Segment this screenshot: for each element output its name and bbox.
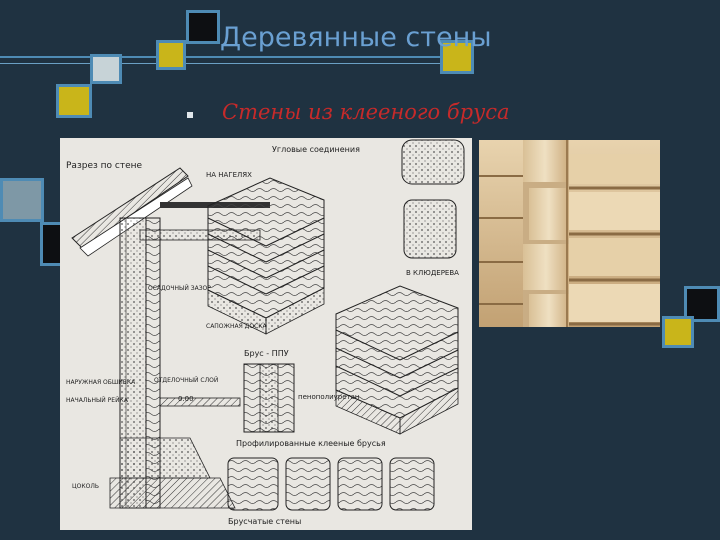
corner-joint-dowels — [207, 177, 325, 335]
ppu-beam — [243, 363, 295, 433]
beam-profile-top — [401, 139, 465, 259]
deco-square-yellow-right — [662, 316, 694, 348]
deco-square-dark-top — [186, 10, 220, 44]
deco-square-light — [90, 54, 122, 84]
label-zero-mark: 0.00 — [178, 395, 194, 403]
deco-square-yellow-top — [156, 40, 186, 70]
label-sill-board: САПОЖНАЯ ДОСКА — [206, 323, 267, 330]
roof-section — [71, 167, 270, 257]
label-ppu-beam: Брус - ППУ — [244, 349, 289, 358]
label-dovetail: В КЛЮДЕРЕВА — [406, 269, 459, 277]
label-settle-gap: ОСАДОЧНЫЙ ЗАЗОР — [148, 285, 211, 292]
corner-joint-dovetail — [335, 285, 459, 435]
technical-drawing: Разрез по стене Угловые соединения НА НА… — [60, 138, 472, 530]
label-profiled-beams: Профилированные клееные брусья — [236, 439, 386, 448]
wood-wall-photo — [479, 140, 660, 327]
profiled-beams-row — [227, 457, 435, 511]
label-separation-layer: ОТДЕЛОЧНЫЙ СЛОЙ — [154, 377, 219, 384]
wood-wall-photo-illustration — [479, 140, 660, 327]
label-plinth: ЦОКОЛЬ — [72, 483, 99, 490]
header-rule-bottom — [0, 63, 470, 64]
label-foam: пенополиуретан — [298, 393, 360, 401]
label-corner-joints: Угловые соединения — [272, 145, 360, 154]
label-on-dowels: НА НАГЕЛЯХ — [206, 171, 252, 179]
header-rule-top — [0, 56, 470, 58]
drawing-illustration — [71, 139, 465, 511]
label-insulation: НАРУЖНАЯ ОБШИВКА — [66, 379, 136, 386]
wall-section — [109, 217, 241, 509]
deco-square-dark-right — [684, 286, 720, 322]
slide-title: Деревянные стены — [220, 22, 492, 53]
label-beam-walls: Брусчатые стены — [228, 517, 302, 526]
label-frame-rail: НАЧАЛЬНЫЙ РЕЙКА — [66, 397, 128, 404]
label-section: Разрез по стене — [66, 161, 143, 171]
bullet-text: Стены из клееного бруса — [222, 100, 510, 124]
deco-square-gray-left — [0, 178, 44, 222]
bullet-marker — [187, 112, 193, 118]
deco-square-yellow-title-end — [440, 40, 474, 74]
deco-square-yellow-left — [56, 84, 92, 118]
